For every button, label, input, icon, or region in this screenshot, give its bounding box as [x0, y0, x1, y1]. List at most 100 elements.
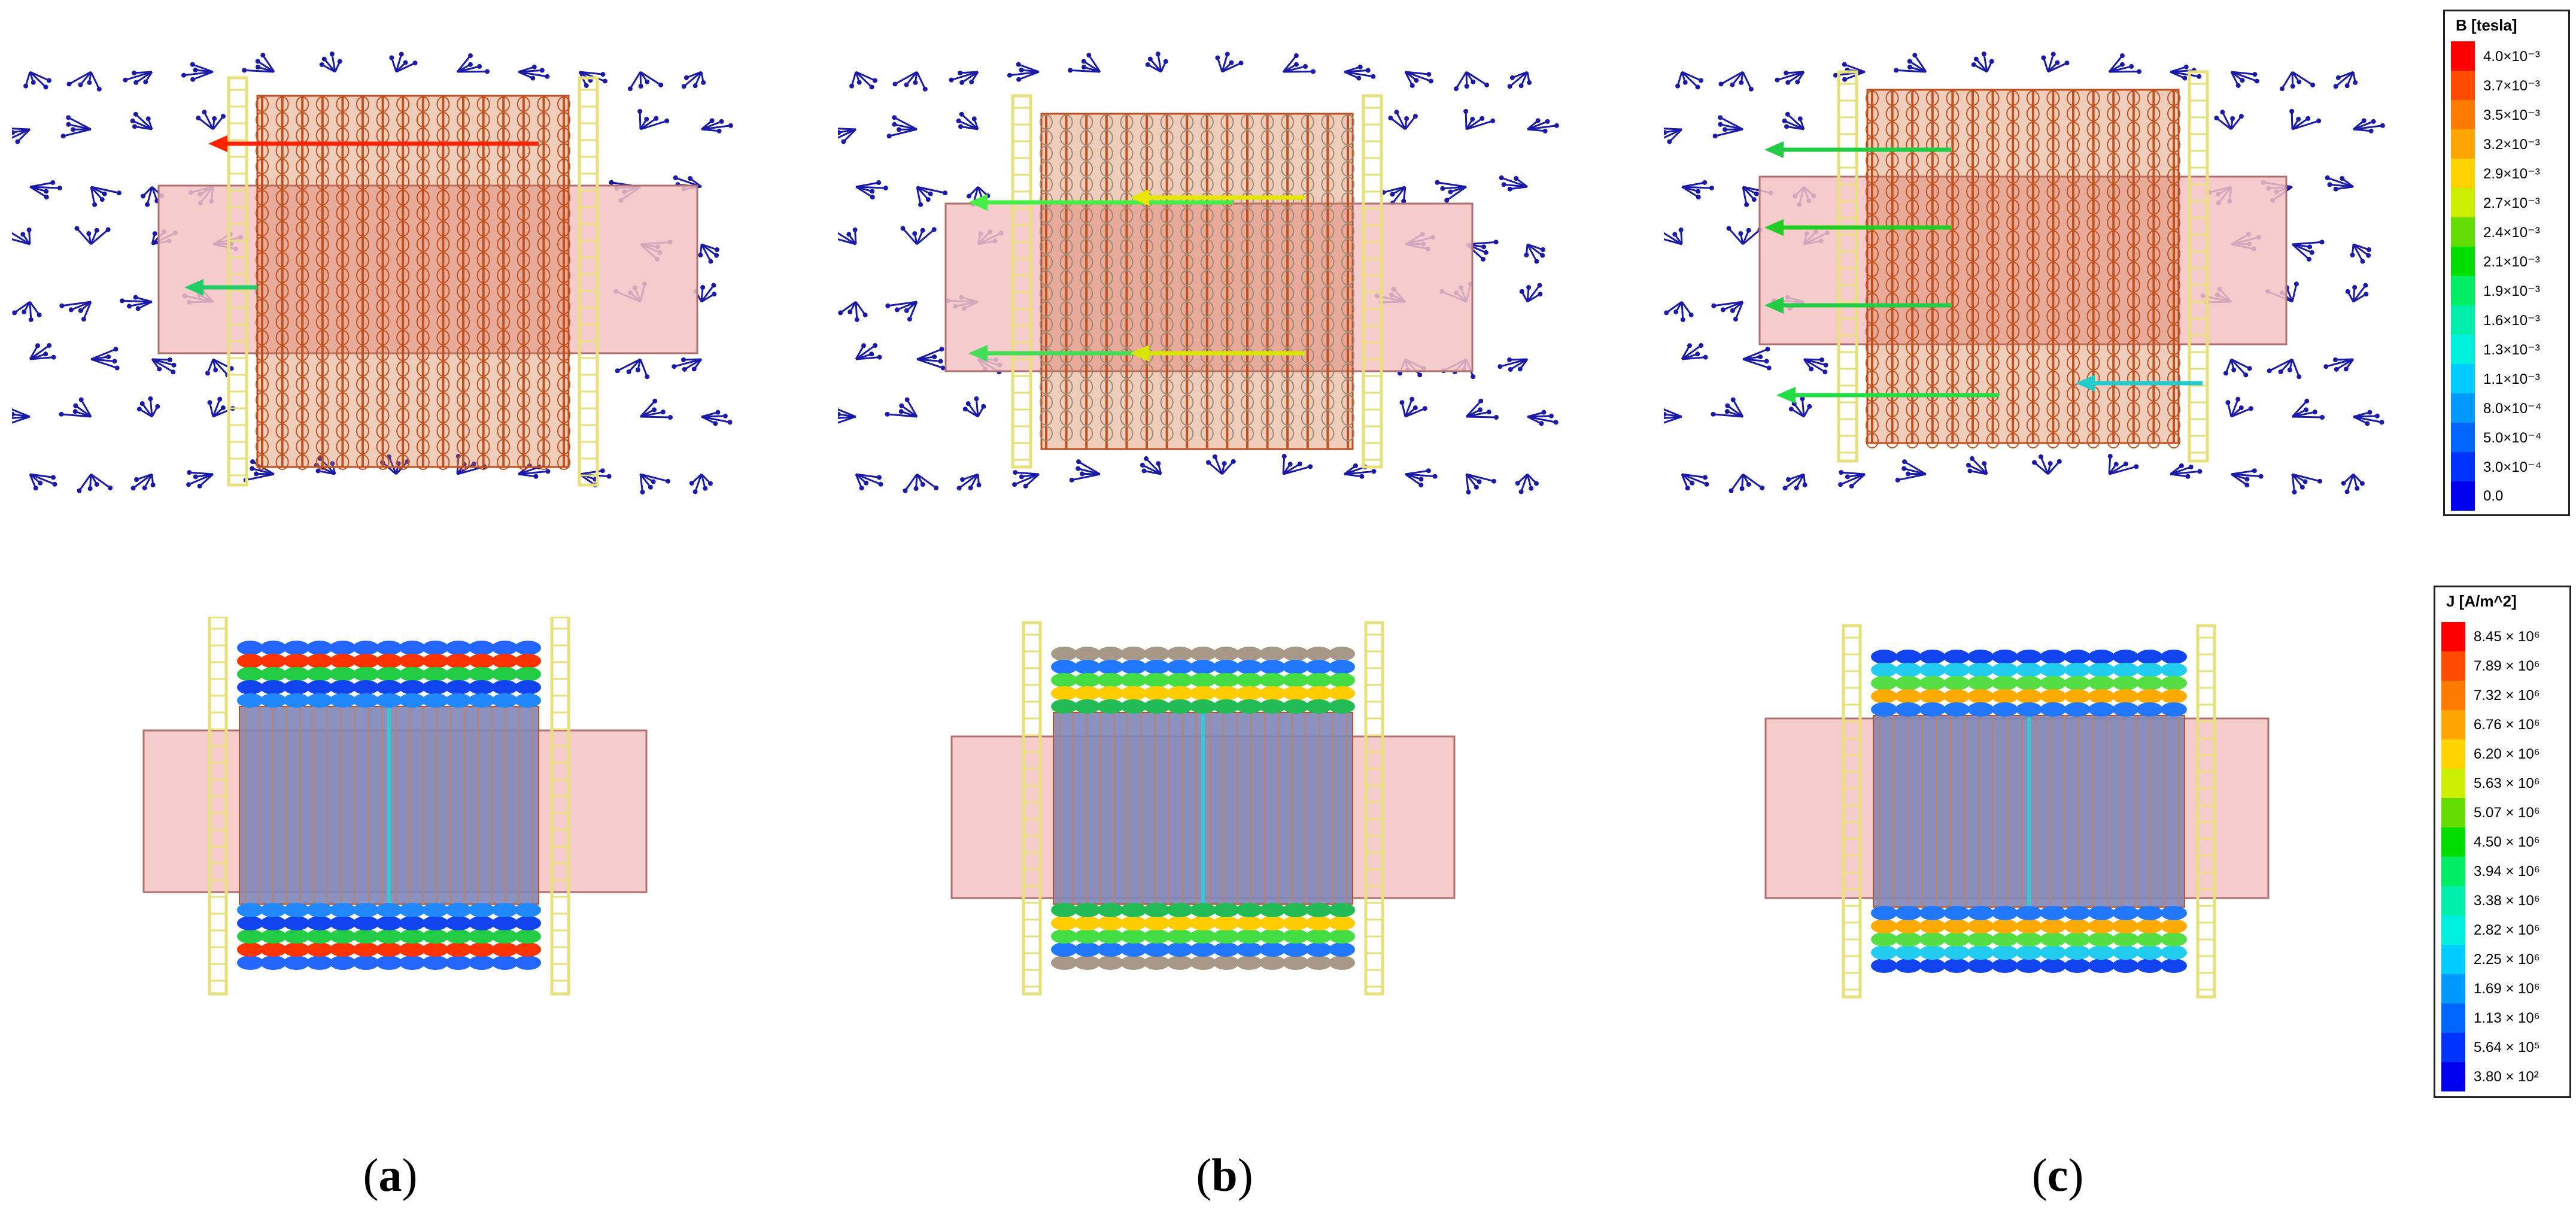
field-arrowhead — [903, 488, 908, 493]
coil-ring — [1059, 254, 1073, 270]
coil-ring — [396, 236, 410, 252]
coil-ring — [497, 236, 511, 252]
coil-ring — [537, 361, 551, 377]
coil-ring — [497, 205, 511, 221]
field-arrow — [1512, 71, 1528, 79]
legend-j-swatch — [2441, 1003, 2465, 1033]
current-density-cell — [376, 942, 402, 957]
current-density-cell — [1120, 916, 1147, 930]
field-arrow — [396, 62, 416, 73]
legend-b-swatch — [2451, 129, 2475, 159]
bottom-winding-band — [1871, 906, 2187, 973]
coil-ring — [2086, 153, 2100, 168]
current-density-cell — [353, 929, 379, 944]
coil-ring — [1120, 286, 1134, 301]
coil-ring — [256, 454, 269, 470]
legend-j-label: 3.38 × 10⁶ — [2474, 892, 2540, 909]
current-density-cell — [1097, 929, 1124, 944]
field-arrowhead — [66, 122, 71, 127]
coil-ring — [296, 299, 309, 314]
field-arrow — [1742, 230, 1750, 245]
current-density-cell — [1236, 929, 1263, 944]
coil-ring — [537, 128, 551, 143]
field-arrowhead — [1907, 65, 1913, 70]
field-arrowhead — [658, 82, 664, 87]
coil-ring — [1080, 426, 1093, 441]
coil-ring — [557, 454, 570, 470]
field-arrow-cluster — [205, 358, 234, 378]
field-arrowhead — [1524, 252, 1529, 257]
coil-ring — [1301, 286, 1314, 301]
current-density-cell — [306, 942, 333, 957]
field-arrow-cluster — [1388, 110, 1418, 131]
field-arrowhead — [959, 111, 964, 117]
field-arrow — [1742, 186, 1757, 195]
current-density-cell — [1120, 929, 1147, 944]
current-density-cell — [2112, 919, 2139, 933]
coil-ring — [2167, 137, 2180, 153]
field-arrow — [14, 301, 31, 314]
coil-ring — [1241, 363, 1254, 379]
coil-ring — [1140, 301, 1153, 317]
coil-ring — [457, 174, 470, 190]
coil-ring — [1946, 371, 1960, 386]
legend-j-row: 2.82 × 10⁶ — [2435, 915, 2569, 945]
field-arrowhead — [73, 403, 78, 408]
legend-b-title: B [tesla] — [2456, 16, 2517, 34]
coil-ring — [1180, 301, 1194, 317]
coil-ring — [416, 268, 430, 283]
coil-ring — [476, 408, 490, 423]
coil-ring — [296, 454, 309, 470]
legend-j-swatch — [2441, 886, 2465, 915]
coil-ring — [1140, 317, 1153, 332]
coil-ring — [476, 112, 490, 128]
current-density-cell — [1895, 650, 1922, 664]
field-arrowhead — [1699, 343, 1704, 348]
coil-ring — [537, 377, 551, 392]
current-density-cell — [1991, 919, 2018, 933]
coil-ring — [1281, 286, 1295, 301]
field-arrow — [970, 474, 979, 489]
current-density-cell — [2112, 689, 2139, 703]
b-field-plot-c — [1664, 51, 2385, 495]
field-arrowhead — [1527, 80, 1532, 85]
current-density-cell — [2040, 945, 2067, 960]
field-arrowhead — [2316, 118, 2322, 123]
current-density-cell — [306, 693, 333, 708]
coil-ring — [457, 252, 470, 268]
field-arrowhead — [2129, 64, 2134, 69]
field-arrow — [1732, 399, 1744, 417]
coil-ring — [1966, 371, 1979, 386]
coil-ring — [2086, 199, 2100, 215]
coil-ring — [1281, 363, 1295, 379]
field-arrowhead — [666, 478, 671, 484]
legend-b-swatch — [2451, 364, 2475, 393]
field-arrowhead — [1687, 343, 1693, 348]
current-density-cell — [2040, 932, 2067, 947]
coil-ring — [1966, 215, 1979, 231]
current-density-cell — [2161, 919, 2187, 933]
current-density-cell — [1051, 686, 1077, 700]
field-arrow — [855, 186, 886, 189]
coil-ring — [2107, 339, 2121, 355]
current-density-cell — [2016, 702, 2042, 717]
field-arrow-cluster — [956, 111, 979, 131]
coil-ring — [517, 330, 530, 345]
field-arrowhead — [132, 70, 137, 75]
field-arrowhead — [2310, 82, 2316, 87]
legend-j-label: 3.80 × 10² — [2474, 1068, 2539, 1085]
field-arrowhead — [1141, 468, 1147, 474]
coil-ring — [1281, 192, 1295, 208]
current-density-cell — [260, 654, 287, 668]
coil-ring — [1099, 208, 1113, 223]
field-arrowhead — [77, 488, 82, 493]
coil-ring — [2167, 417, 2180, 433]
field-arrow — [2230, 116, 2243, 130]
coil-ring — [1059, 177, 1073, 192]
coil-ring — [1241, 114, 1254, 130]
field-arrow-cluster — [2353, 410, 2384, 426]
current-density-cell — [1143, 929, 1170, 944]
coil-ring — [557, 221, 570, 236]
coil-ring — [1925, 339, 1939, 355]
coil-ring — [416, 205, 430, 221]
